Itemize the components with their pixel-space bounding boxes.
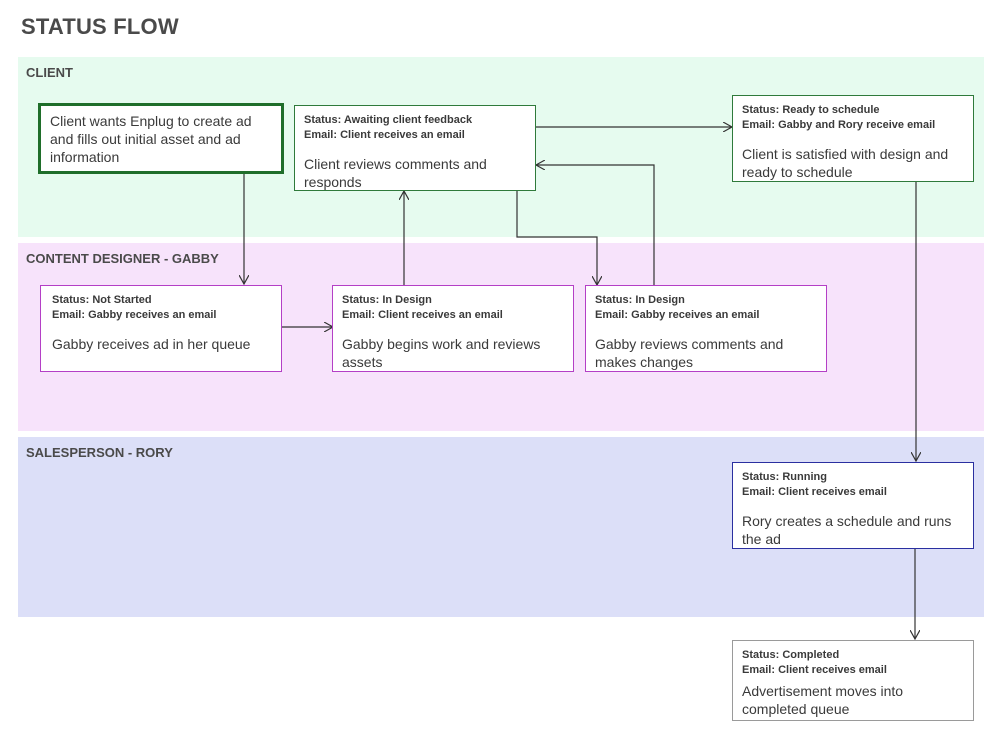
- node-not-started: Status: Not Started Email: Gabby receive…: [40, 285, 282, 372]
- node-in-design-1-status: Status: In Design: [342, 294, 432, 306]
- node-running-status: Status: Running: [742, 471, 827, 483]
- node-in-design-2-email: Email: Gabby receives an email: [595, 309, 760, 321]
- node-in-design-2-status: Status: In Design: [595, 294, 685, 306]
- node-awaiting-feedback: Status: Awaiting client feedback Email: …: [294, 105, 536, 191]
- node-not-started-desc: Gabby receives ad in her queue: [52, 336, 251, 352]
- lane-label-client: CLIENT: [26, 65, 73, 80]
- node-awaiting-feedback-status: Status: Awaiting client feedback: [304, 114, 473, 126]
- node-completed-status: Status: Completed: [742, 649, 840, 661]
- node-running-desc: Rory creates a schedule and runs the ad: [742, 513, 952, 547]
- lane-label-content-designer: CONTENT DESIGNER - GABBY: [26, 251, 219, 266]
- lane-label-salesperson: SALESPERSON - RORY: [26, 445, 173, 460]
- node-ready-to-schedule: Status: Ready to schedule Email: Gabby a…: [732, 95, 974, 182]
- node-in-design-1-email: Email: Client receives an email: [342, 309, 503, 321]
- node-completed-desc: Advertisement moves into completed queue: [742, 683, 904, 717]
- node-not-started-email: Email: Gabby receives an email: [52, 309, 217, 321]
- node-running: Status: Running Email: Client receives e…: [732, 462, 974, 549]
- page-title: STATUS FLOW: [21, 14, 179, 39]
- node-completed: Status: Completed Email: Client receives…: [732, 640, 974, 721]
- node-in-design-2: Status: In Design Email: Gabby receives …: [585, 285, 827, 372]
- node-ready-to-schedule-desc: Client is satisfied with design and read…: [742, 146, 949, 180]
- node-ready-to-schedule-status: Status: Ready to schedule: [742, 104, 880, 116]
- node-in-design-2-desc: Gabby reviews comments and makes changes: [595, 336, 784, 370]
- arrow-in-design-2-to-awaiting-feedback: [536, 165, 655, 285]
- node-awaiting-feedback-email: Email: Client receives an email: [304, 129, 465, 141]
- node-start-desc: Client wants Enplug to create ad and fil…: [50, 113, 252, 165]
- node-in-design-1-desc: Gabby begins work and reviews assets: [342, 336, 541, 370]
- node-ready-to-schedule-email: Email: Gabby and Rory receive email: [742, 119, 936, 131]
- node-not-started-status: Status: Not Started: [52, 294, 152, 306]
- node-start: Client wants Enplug to create ad and fil…: [38, 103, 284, 174]
- node-awaiting-feedback-desc: Client reviews comments and responds: [304, 156, 487, 190]
- node-completed-email: Email: Client receives email: [742, 664, 887, 676]
- arrow-awaiting-feedback-to-in-design-2: [516, 191, 597, 285]
- node-in-design-1: Status: In Design Email: Client receives…: [332, 285, 574, 372]
- node-running-email: Email: Client receives email: [742, 486, 887, 498]
